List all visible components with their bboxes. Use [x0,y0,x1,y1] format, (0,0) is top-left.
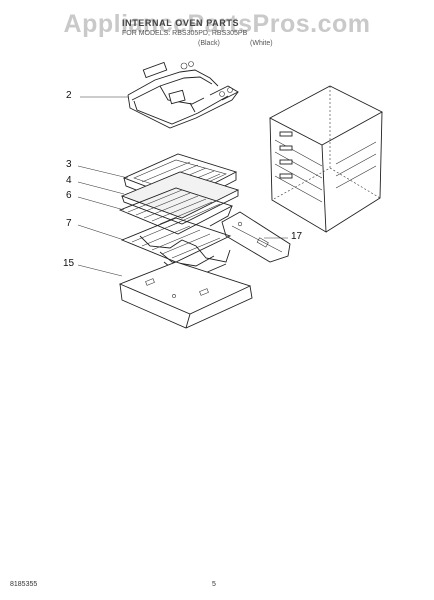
callout-6: 6 [66,190,72,201]
page-number: 5 [212,581,216,588]
oven-cavity-drawing [269,85,383,233]
leader-6 [77,196,125,211]
leader-15 [77,264,123,277]
callout-7: 7 [66,218,72,229]
leader-3 [77,165,129,179]
black-label: (Black) [198,40,220,47]
oven-rack-drawing [118,187,234,235]
diagram-title: INTERNAL OVEN PARTS [122,18,240,28]
callout-15: 15 [63,258,75,269]
callout-4: 4 [66,175,72,186]
leader-lines [77,96,288,277]
callout-2: 2 [66,90,72,101]
callout-3: 3 [66,159,72,170]
bake-element-drawing [127,61,239,129]
leader-7 [77,224,125,241]
watermark: AppliancePartsPros.com [63,10,371,38]
side-bracket-drawing [221,211,291,263]
callout-17: 17 [291,231,303,242]
model-list: FOR MODELS: RBS305PD, RBS305PB [122,30,248,37]
leader-4 [77,181,125,195]
document-number: 8185355 [10,581,38,588]
white-label: (White) [250,40,273,47]
bottom-panel-drawing [118,261,253,329]
